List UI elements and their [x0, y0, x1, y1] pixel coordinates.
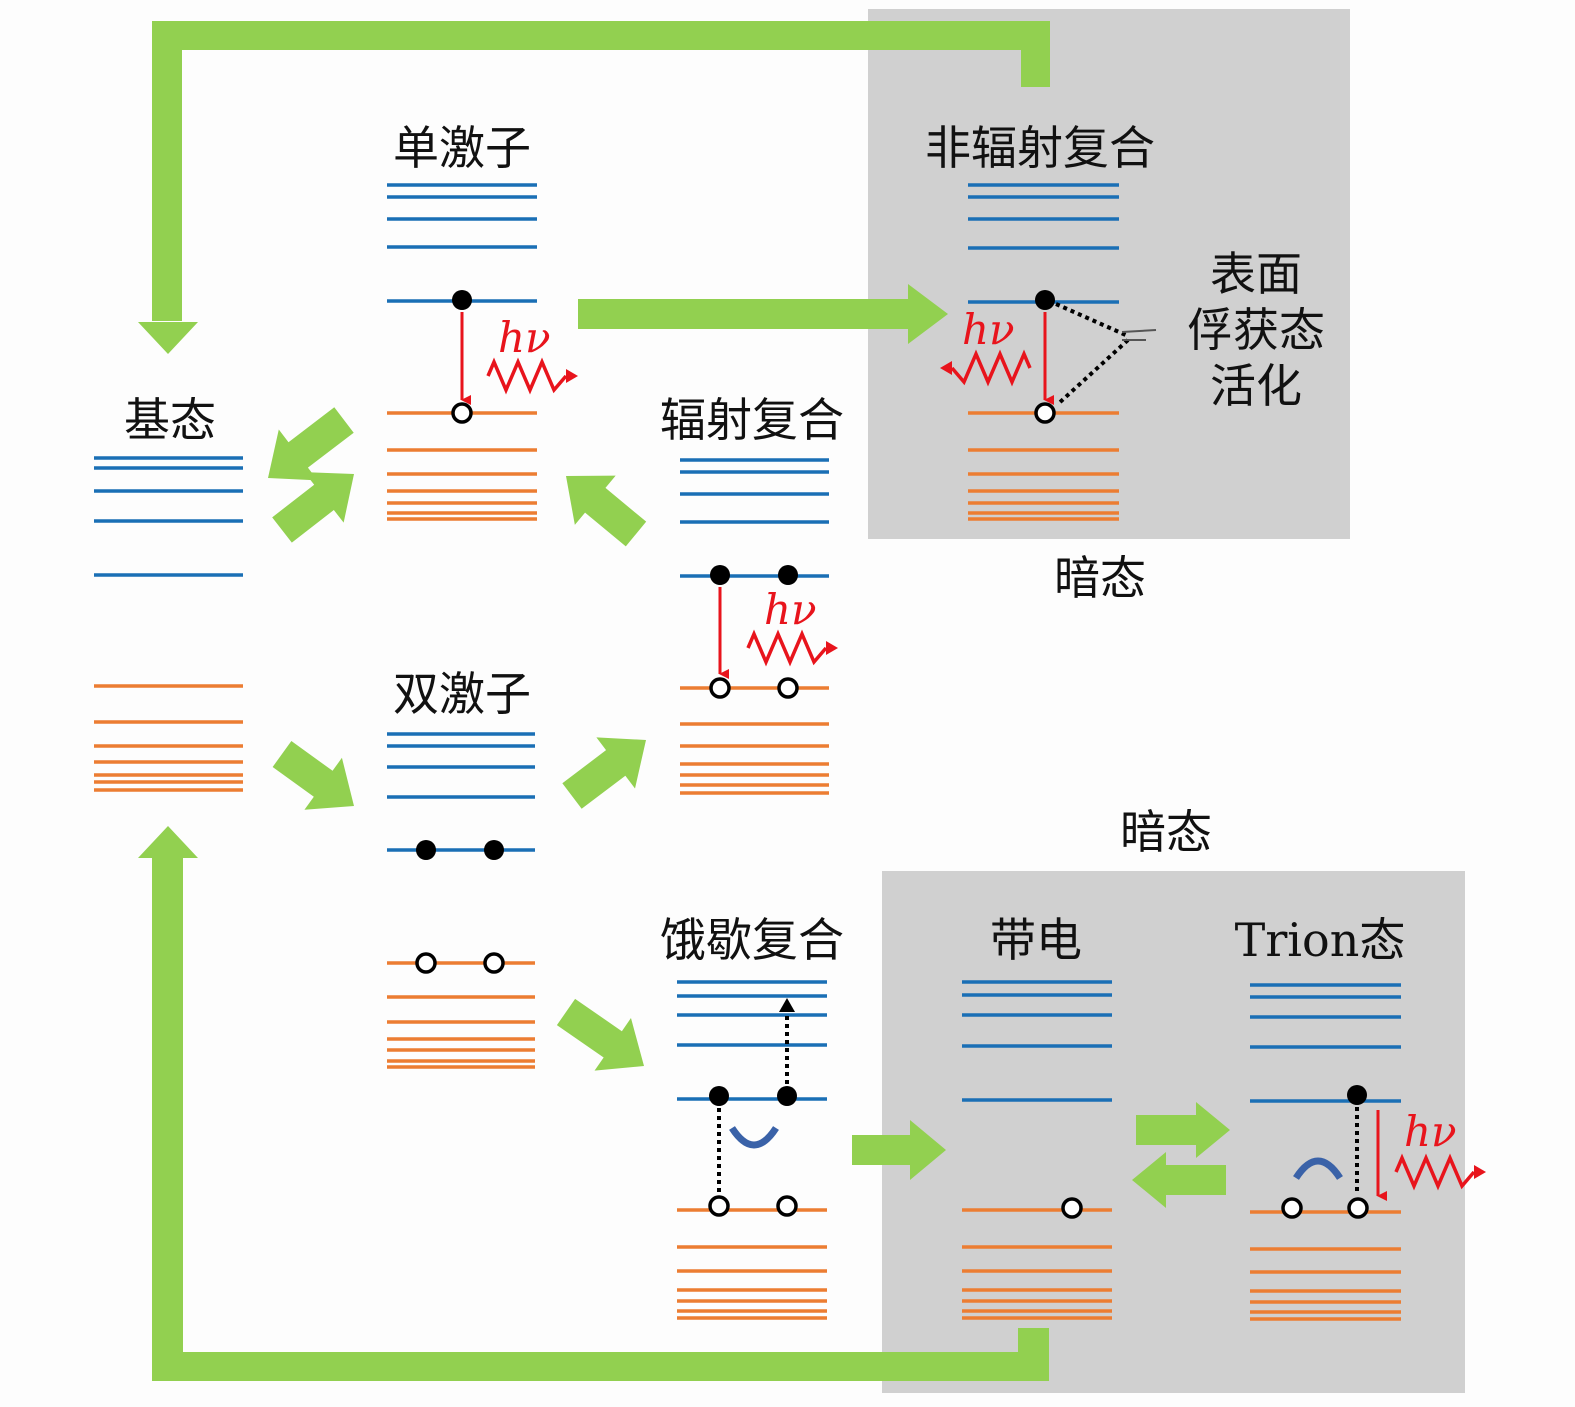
hole-icon — [1061, 1197, 1083, 1219]
photon-arrowhead-icon — [826, 641, 838, 655]
electron-icon — [777, 1086, 797, 1106]
arrow-single-to-ground — [268, 407, 354, 481]
arrow-ground-to-biexciton — [272, 741, 354, 810]
photon-wave-icon — [950, 349, 1032, 387]
arrow-auger-to-charged — [852, 1120, 946, 1180]
electron-icon — [710, 565, 730, 585]
arrow-ground-to-single — [272, 472, 354, 543]
electron-icon — [778, 565, 798, 585]
arrow-single-to-nonradiative — [578, 284, 948, 344]
title-nonradiative-recombination: 非辐射复合 — [925, 121, 1155, 175]
panel-nonradiative — [968, 183, 1119, 521]
photon-label-nonradiative: hν — [962, 305, 1015, 354]
photon-label-trion: hν — [1404, 1107, 1457, 1156]
photon-wave-icon — [486, 357, 568, 395]
photon-arrowhead-icon — [940, 361, 952, 375]
hole-icon — [415, 952, 437, 974]
hole-icon — [776, 1195, 798, 1217]
dark-state-label-top: 暗态 — [1054, 551, 1146, 605]
hole-icon — [777, 677, 799, 699]
hole-icon — [1281, 1197, 1303, 1219]
title-radiative-recombination: 辐射复合 — [660, 393, 844, 447]
electron-icon — [1035, 290, 1055, 310]
title-single-exciton: 单激子 — [393, 121, 531, 175]
hole-icon — [709, 677, 731, 699]
auger-hop-arrow-icon — [1293, 1157, 1343, 1180]
dark-state-label-bottom: 暗态 — [1120, 805, 1212, 859]
arrow-biexciton-to-radiative — [562, 737, 646, 809]
electron-icon — [452, 290, 472, 310]
loop-arrow-top — [138, 21, 1050, 354]
photon-label-radiative: hν — [764, 585, 817, 634]
hole-icon — [1034, 402, 1056, 424]
electron-icon — [416, 840, 436, 860]
title-charged: 带电 — [990, 913, 1082, 967]
surface-trap-label-1: 表面 — [1210, 247, 1302, 301]
panel-charged — [962, 980, 1112, 1320]
arrow-radiative-to-single — [566, 475, 647, 547]
panel-auger — [677, 980, 827, 1320]
auger-hop-arrow-icon — [729, 1126, 779, 1149]
trap-level — [1121, 329, 1157, 333]
dotted-arrowhead-icon — [779, 998, 795, 1012]
arrow-charged-to-trion — [1136, 1102, 1230, 1158]
photon-wave-icon — [746, 629, 828, 667]
title-biexciton: 双激子 — [393, 667, 531, 721]
title-trion-state: Trion态 — [1235, 913, 1406, 967]
loop-arrow-bottom — [138, 826, 1049, 1381]
panel-ground — [94, 456, 243, 792]
electron-icon — [484, 840, 504, 860]
panel-radiative — [680, 458, 829, 795]
hole-icon — [1347, 1197, 1369, 1219]
photon-arrowhead-icon — [1474, 1165, 1486, 1179]
hole-icon — [451, 402, 473, 424]
dotted-transition-arrow — [1055, 302, 1129, 338]
arrow-biexciton-to-auger — [556, 998, 644, 1071]
hole-icon — [708, 1195, 730, 1217]
surface-trap-label-2: 俘获态 — [1187, 303, 1325, 357]
electron-icon — [709, 1086, 729, 1106]
title-ground-state: 基态 — [124, 393, 216, 447]
title-auger-recombination: 饿歇复合 — [660, 913, 844, 967]
panel-single-exciton — [387, 183, 537, 521]
electron-icon — [1347, 1085, 1367, 1105]
hole-icon — [483, 952, 505, 974]
panel-trion — [1250, 983, 1401, 1321]
panel-biexciton — [387, 732, 535, 1069]
photon-label-single: hν — [498, 313, 551, 362]
arrow-trion-to-charged — [1132, 1152, 1226, 1208]
photon-arrowhead-icon — [566, 369, 578, 383]
photon-wave-icon — [1394, 1153, 1476, 1191]
surface-trap-label-3: 活化 — [1210, 359, 1302, 413]
